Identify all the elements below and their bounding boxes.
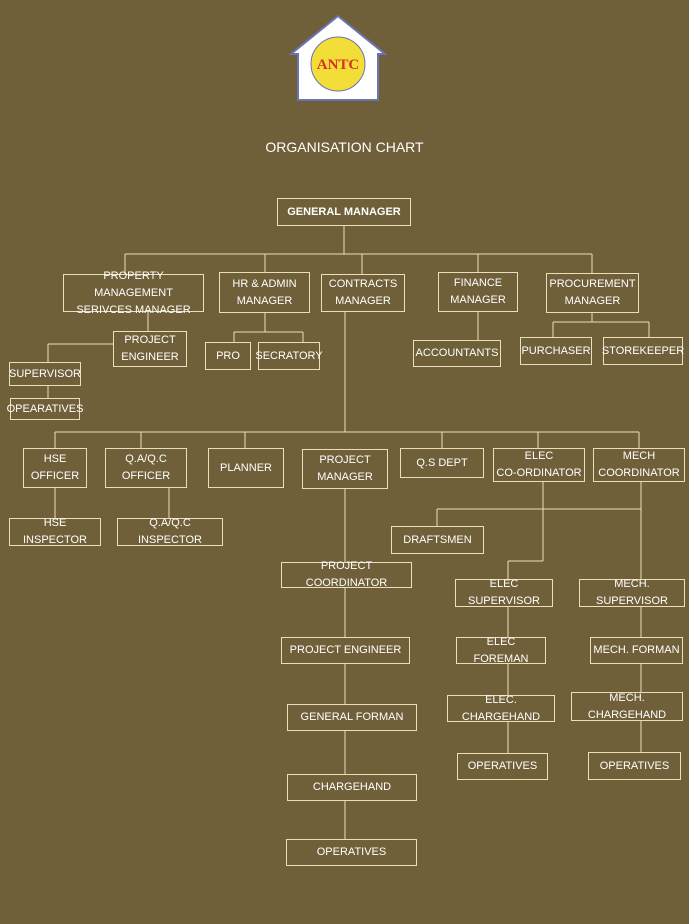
node-mech-forman: MECH. FORMAN [590, 637, 683, 664]
node-accountants: ACCOUNTANTS [413, 340, 501, 367]
node-project-manager: PROJECT MANAGER [302, 449, 388, 489]
node-elec-chargehand: ELEC. CHARGEHAND [447, 694, 555, 723]
node-operatives: OPERATIVES [286, 839, 417, 866]
node-procurement-manager: PROCUREMENT MANAGER [546, 273, 639, 313]
node-chargehand: CHARGEHAND [287, 774, 417, 801]
node-qaqc-inspector: Q.A/Q.C INSPECTOR [117, 517, 223, 546]
node-mech-operatives: OPERATIVES [588, 752, 681, 780]
node-general-manager: GENERAL MANAGER [277, 198, 411, 226]
node-property-project-engineer: PROJECT ENGINEER [113, 331, 187, 367]
node-elec-operatives: OPERATIVES [457, 753, 548, 780]
node-mech-supervisor: MECH. SUPERVISOR [579, 578, 685, 607]
node-mech-chargehand: MECH. CHARGEHAND [571, 692, 683, 721]
node-hse-officer: HSE OFFICER [23, 448, 87, 488]
node-planner: PLANNER [208, 448, 284, 488]
node-project-coordinator: PROJECT COORDINATOR [281, 560, 412, 589]
node-property-management-manager: PROPERTY MANAGEMENT SERIVCES MANAGER [63, 270, 204, 316]
node-project-engineer: PROJECT ENGINEER [281, 637, 410, 664]
node-qaqc-officer: Q.A/Q.C OFFICER [105, 448, 187, 488]
node-mech-coordinator: MECH COORDINATOR [593, 448, 685, 482]
node-draftsmen: DRAFTSMEN [391, 526, 484, 554]
node-elec-supervisor: ELEC SUPERVISOR [455, 578, 553, 607]
node-finance-manager: FINANCE MANAGER [438, 272, 518, 312]
node-supervisor: SUPERVISOR [9, 362, 81, 386]
node-elec-coordinator: ELEC CO-ORDINATOR [493, 448, 585, 482]
node-secratory: SECRATORY [255, 342, 323, 370]
node-pro: PRO [205, 342, 251, 370]
node-elec-foreman: ELEC FOREMAN [456, 636, 546, 665]
node-purchaser: PURCHASER [520, 337, 592, 365]
node-storekeeper: STOREKEEPER [602, 337, 684, 365]
node-opearatives: OPEARATIVES [7, 398, 83, 420]
node-hse-inspector: HSE INSPECTOR [9, 517, 101, 546]
node-qs-dept: Q.S DEPT [400, 448, 484, 478]
logo-text: ANTC [317, 57, 360, 73]
node-contracts-manager: CONTRACTS MANAGER [321, 274, 405, 312]
node-hr-admin-manager: HR & ADMIN MANAGER [219, 272, 310, 313]
chart-title: ORGANISATION CHART [265, 139, 424, 155]
antc-logo: ANTC [289, 14, 387, 101]
node-general-forman: GENERAL FORMAN [287, 704, 417, 731]
